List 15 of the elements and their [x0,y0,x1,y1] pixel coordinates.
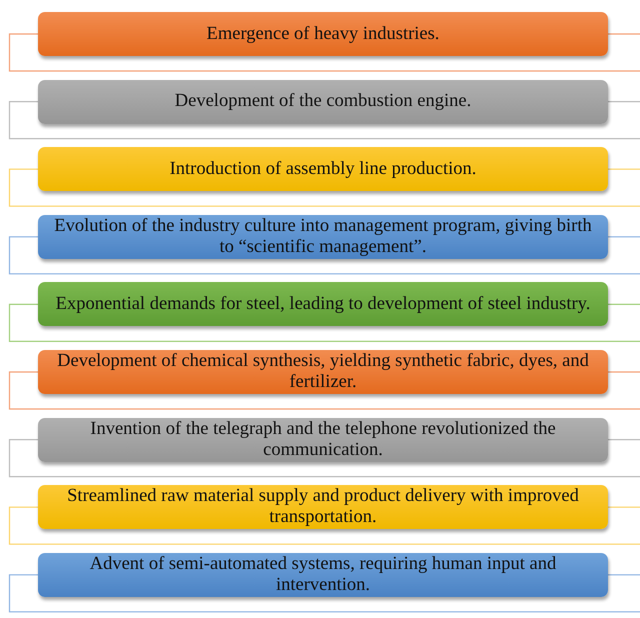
box-text: Invention of the telegraph and the telephone revolutionized the communication. [89,418,557,461]
box-text: Streamlined raw material supply and product delivery with improved transportation. [66,486,580,528]
process-box [38,552,608,597]
box-text: Emergence of heavy industries. [206,24,440,44]
process-box [38,282,608,326]
process-box [38,12,608,56]
process-box [38,418,608,462]
box-text: Development of the combustion engine. [174,91,472,112]
process-box [38,147,608,192]
box-text: Introduction of assembly line production. [170,158,476,180]
box-text: Development of chemical synthesis, yielding synthetic fabric, dyes, and fertilizer. [56,351,590,393]
box-text: Exponential demands for steel, leading to development of steel industry. [56,294,590,315]
box-text: Advent of semi-automated systems, requiring human input and intervention. [88,554,558,596]
process-box [38,80,608,124]
box-text: Evolution of the industry culture into management program, giving birth to “scientific management”. [53,216,593,258]
